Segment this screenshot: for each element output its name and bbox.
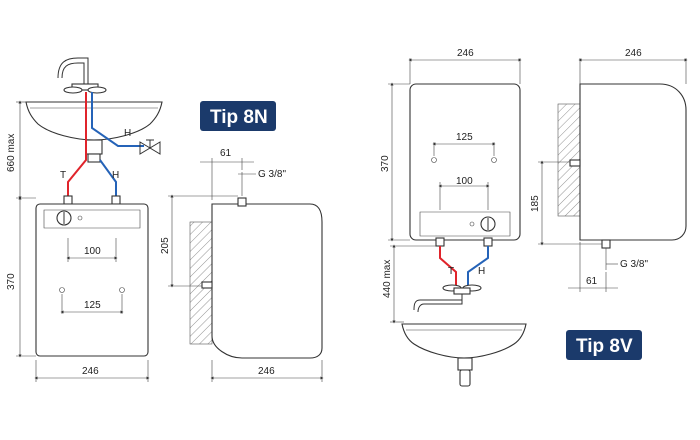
- label-h-v: H: [478, 266, 485, 277]
- tip8n-side-view: 61 G 3/8" 205 246: [160, 148, 324, 382]
- heater-side-body-v: [579, 83, 687, 241]
- mount-hole-icon: [491, 157, 497, 163]
- heater-side-body: [211, 203, 323, 359]
- label-h-valve: H: [124, 128, 131, 139]
- side-dim-width-v: 246: [625, 48, 642, 59]
- dim-pipes-v: 100: [456, 176, 473, 187]
- badge-tip8v: Tip 8V: [566, 330, 642, 360]
- dim-pipes: 100: [84, 246, 101, 257]
- badge-tip8v-label: Tip 8V: [576, 336, 633, 357]
- side-dim-61-v: 61: [586, 276, 598, 287]
- side-dim-61: 61: [220, 148, 232, 159]
- side-dim-205: 205: [160, 237, 171, 254]
- heater-body-v: [409, 83, 521, 241]
- mount-hole-icon: [59, 287, 65, 293]
- tip8v-front-view: 246 370 125 100 T H: [380, 48, 527, 387]
- dim-height-v: 370: [380, 155, 391, 172]
- tip8v-side-view: 246 185 G 3/8" 61: [530, 48, 688, 292]
- dim-height-total: 660 max: [6, 134, 17, 172]
- side-dim-185: 185: [530, 195, 541, 212]
- dim-440: 440 max: [382, 260, 393, 298]
- label-t: T: [60, 170, 66, 181]
- dim-height-body: 370: [6, 273, 17, 290]
- valve-icon: [139, 139, 161, 155]
- dim-width: 246: [82, 366, 99, 377]
- label-t-v: T: [448, 266, 454, 277]
- mount-hole-icon: [119, 287, 125, 293]
- badge-tip8n: Tip 8N: [200, 101, 276, 131]
- sink-icon: [401, 323, 527, 387]
- label-h: H: [112, 170, 119, 181]
- dim-width-top: 246: [457, 48, 474, 59]
- mount-hole-icon: [431, 157, 437, 163]
- faucet-icon: [413, 284, 482, 313]
- side-dim-g: G 3/8": [258, 169, 286, 180]
- tip8n-front-view: H T H 100 125 246 660 max: [6, 57, 163, 382]
- sink-icon: [25, 101, 163, 163]
- dim-mount-v: 125: [456, 132, 473, 143]
- faucet-icon: [57, 57, 107, 94]
- badge-tip8n-label: Tip 8N: [210, 107, 268, 128]
- heater-body: [35, 203, 149, 357]
- side-dim-width: 246: [258, 366, 275, 377]
- dim-mount: 125: [84, 300, 101, 311]
- side-dim-g-v: G 3/8": [620, 259, 648, 270]
